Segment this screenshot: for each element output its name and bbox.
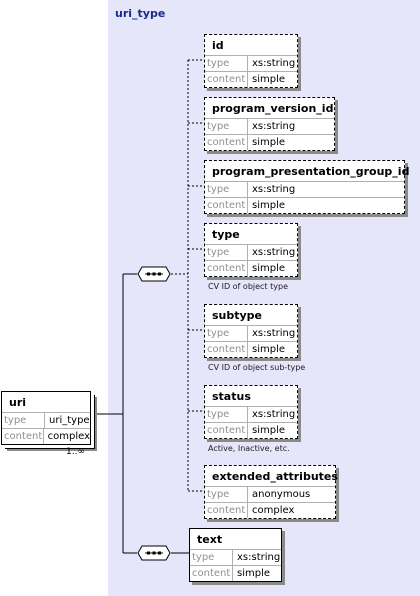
type-value: xs:string bbox=[252, 58, 296, 69]
type-value: xs:string bbox=[252, 328, 296, 339]
attribute-name: status bbox=[212, 390, 251, 403]
type-key: type bbox=[205, 119, 248, 134]
element-text[interactable]: text type xs:string content simple bbox=[189, 528, 282, 582]
attribute-name: program_presentation_group_id bbox=[212, 165, 410, 178]
content-row: content simple bbox=[205, 341, 297, 357]
attribute-documentation: CV ID of object type bbox=[208, 282, 288, 291]
type-key: type bbox=[2, 413, 45, 428]
content-value: complex bbox=[252, 505, 295, 516]
content-value: simple bbox=[252, 137, 286, 148]
content-row: content simple bbox=[205, 260, 297, 276]
content-value: simple bbox=[252, 425, 286, 436]
attribute-name: extended_attributes bbox=[212, 470, 338, 483]
type-key: type bbox=[205, 56, 248, 71]
content-key: content bbox=[190, 566, 233, 581]
attribute-program-version-id[interactable]: program_version_id type xs:string content… bbox=[204, 97, 335, 151]
content-value: simple bbox=[252, 263, 286, 274]
type-key: type bbox=[205, 326, 248, 341]
type-value: xs:string bbox=[252, 409, 296, 420]
content-key: content bbox=[205, 261, 248, 276]
element-name: text bbox=[197, 533, 223, 546]
type-row: type uri_type bbox=[2, 412, 90, 428]
element-name: uri bbox=[9, 396, 27, 409]
attribute-name: program_version_id bbox=[212, 102, 334, 115]
element-uri[interactable]: uri type uri_type content complex bbox=[1, 391, 91, 445]
type-key: type bbox=[205, 407, 248, 422]
content-row: content simple bbox=[205, 422, 297, 438]
content-key: content bbox=[205, 503, 248, 518]
content-value: simple bbox=[237, 568, 271, 579]
content-value: simple bbox=[252, 74, 286, 85]
content-row: content complex bbox=[205, 502, 335, 518]
type-row: type xs:string bbox=[205, 325, 297, 341]
attribute-sequence-icon bbox=[137, 266, 171, 282]
type-value: xs:string bbox=[237, 552, 281, 563]
content-key: content bbox=[205, 342, 248, 357]
attribute-documentation: Active, Inactive, etc. bbox=[208, 444, 290, 453]
attribute-name: id bbox=[212, 39, 224, 52]
content-value: simple bbox=[252, 200, 286, 211]
content-row: content complex bbox=[2, 428, 90, 444]
type-row: type xs:string bbox=[205, 55, 297, 71]
type-row: type xs:string bbox=[205, 406, 297, 422]
attribute-type[interactable]: type type xs:string content simple bbox=[204, 223, 298, 277]
content-value: simple bbox=[252, 344, 286, 355]
type-row: type anonymous bbox=[205, 486, 335, 502]
attribute-subtype[interactable]: subtype type xs:string content simple bbox=[204, 304, 298, 358]
type-row: type xs:string bbox=[190, 549, 281, 565]
content-key: content bbox=[4, 429, 44, 444]
content-row: content simple bbox=[205, 71, 297, 87]
complex-type-title: uri_type bbox=[115, 7, 166, 20]
attribute-documentation: CV ID of object sub-type bbox=[208, 363, 306, 372]
type-value: xs:string bbox=[252, 121, 296, 132]
attribute-name: type bbox=[212, 228, 240, 241]
occurrence-label: 1..∞ bbox=[66, 447, 85, 457]
attribute-status[interactable]: status type xs:string content simple bbox=[204, 385, 298, 439]
content-key: content bbox=[205, 423, 248, 438]
content-key: content bbox=[205, 198, 248, 213]
content-row: content simple bbox=[205, 134, 334, 150]
attribute-id[interactable]: id type xs:string content simple bbox=[204, 34, 298, 88]
content-row: content simple bbox=[205, 197, 404, 213]
type-value: xs:string bbox=[252, 247, 296, 258]
content-value: complex bbox=[47, 431, 90, 442]
content-key: content bbox=[205, 135, 248, 150]
type-value: anonymous bbox=[252, 489, 311, 500]
type-key: type bbox=[190, 550, 233, 565]
type-row: type xs:string bbox=[205, 118, 334, 134]
type-row: type xs:string bbox=[205, 244, 297, 260]
element-sequence-icon bbox=[137, 545, 171, 561]
attribute-name: subtype bbox=[212, 309, 263, 322]
type-key: type bbox=[205, 245, 248, 260]
content-key: content bbox=[205, 72, 248, 87]
type-key: type bbox=[205, 487, 248, 502]
type-value: xs:string bbox=[252, 184, 296, 195]
type-key: type bbox=[205, 182, 248, 197]
type-value: uri_type bbox=[49, 415, 90, 426]
content-row: content simple bbox=[190, 565, 281, 581]
type-row: type xs:string bbox=[205, 181, 404, 197]
attribute-program-presentation-group-id[interactable]: program_presentation_group_id type xs:str… bbox=[204, 160, 410, 214]
attribute-extended-attributes[interactable]: extended_attributes type anonymous conten… bbox=[204, 465, 338, 519]
